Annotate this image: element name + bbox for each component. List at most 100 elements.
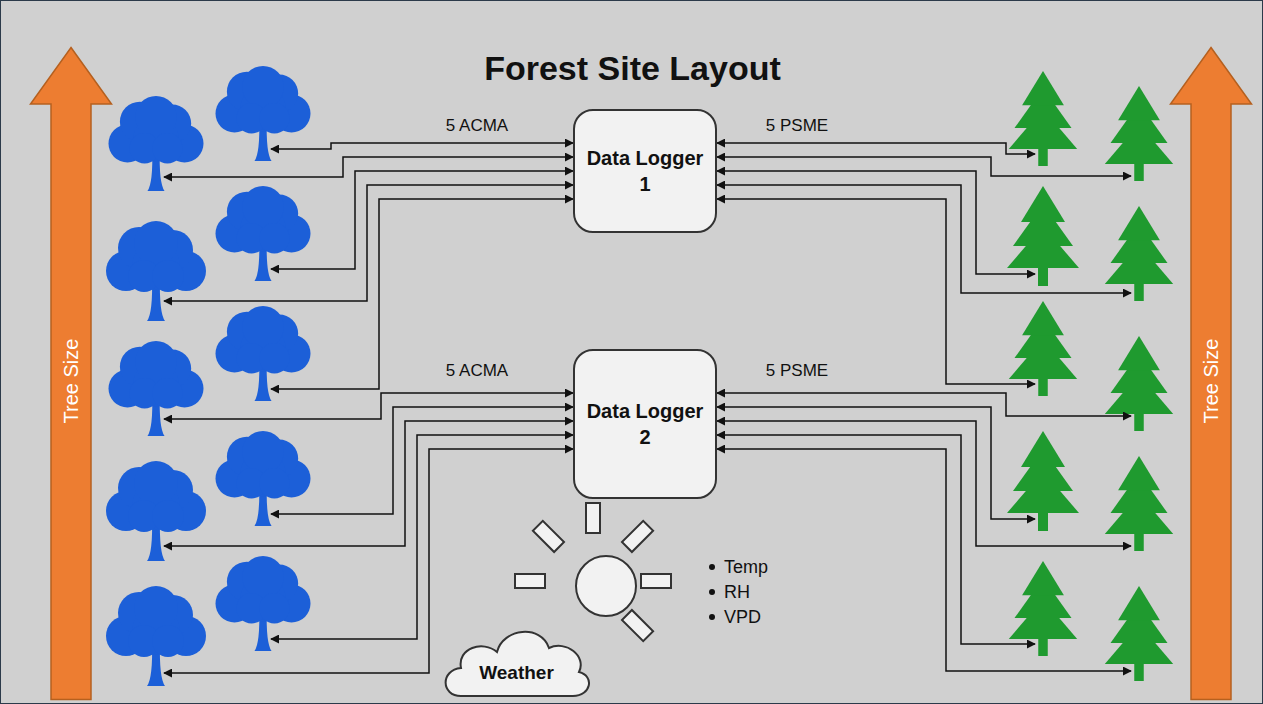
conifer-tree (1007, 431, 1079, 531)
arrow-outline (1171, 48, 1252, 700)
data-logger-box: Data Logger 1 (573, 109, 717, 233)
trees (106, 66, 1173, 686)
tree-canopy (242, 66, 284, 108)
sensor-wire (271, 407, 573, 514)
sensor-wire (717, 449, 1131, 671)
tree-count-label: 5 PSME (763, 116, 831, 136)
tree-canopy (134, 221, 178, 265)
conifer-tree (1105, 86, 1173, 181)
sun-ray (622, 610, 653, 641)
logger-label: Data Logger 2 (583, 398, 708, 450)
sensor-wire (717, 393, 1131, 416)
sensor-wire (164, 185, 573, 301)
tree-canopy (259, 468, 289, 498)
tree-canopy (259, 103, 289, 133)
sun-disc (576, 556, 636, 616)
weather-cloud: Weather (439, 616, 594, 698)
conifer-tree (1009, 301, 1077, 396)
weather-label: Weather (439, 662, 594, 684)
tree-count-label: 5 ACMA (443, 361, 511, 381)
sensor-wire (717, 407, 1035, 519)
sun-icon (515, 503, 671, 641)
sun-ray (586, 503, 600, 533)
tree-tier (1022, 301, 1064, 335)
logger-label: Data Logger 1 (583, 145, 708, 197)
sensor-wire (271, 435, 573, 639)
sun-ray (515, 574, 545, 588)
tree-canopy (242, 556, 284, 598)
deciduous-tree (216, 556, 311, 651)
tree-canopy (242, 186, 284, 228)
sun-ray (533, 521, 564, 552)
conifer-tree (1009, 561, 1077, 656)
bullet-dots (709, 564, 715, 620)
sensor-wire (717, 171, 1035, 274)
tree-size-arrow: Tree Size (1169, 46, 1253, 701)
tree-canopy (259, 343, 289, 373)
sun-ray (641, 574, 671, 588)
deciduous-tree (106, 221, 206, 321)
tree-tier (1118, 456, 1160, 490)
tree-canopy (259, 593, 289, 623)
arrow-outline (31, 48, 112, 700)
sensor-wire (271, 199, 573, 389)
tree-tier (1118, 206, 1160, 240)
conifer-tree (1007, 186, 1079, 286)
conifer-tree (1009, 71, 1077, 166)
sensor-wire (164, 157, 573, 177)
tree-size-arrow: Tree Size (29, 46, 113, 701)
bullet-dot (709, 589, 715, 595)
tree-canopy (134, 586, 178, 630)
conifer-tree (1105, 206, 1173, 301)
conifer-tree (1105, 456, 1173, 551)
tree-tier (1021, 431, 1065, 467)
tree-canopy (152, 500, 184, 532)
weather-variable: VPD (721, 607, 764, 628)
axis-label: Tree Size (1200, 339, 1223, 424)
bullet-dot (709, 564, 715, 570)
tree-tier (1022, 71, 1064, 105)
diagram-title: Forest Site Layout (1, 49, 1263, 88)
tree-canopy (152, 260, 184, 292)
sensor-wire (717, 435, 1035, 644)
data-logger-box: Data Logger 2 (573, 349, 717, 499)
sensor-wire (164, 421, 573, 546)
tree-canopy (242, 306, 284, 348)
tree-count-label: 5 ACMA (443, 116, 511, 136)
tree-canopy (135, 96, 177, 138)
deciduous-tree (216, 306, 311, 401)
weather-variable: RH (721, 582, 753, 603)
sensor-wire (164, 393, 573, 419)
deciduous-tree (106, 586, 206, 686)
weather-variable: Temp (721, 557, 771, 578)
deciduous-tree (109, 341, 204, 436)
sensor-wire (717, 199, 1035, 384)
tree-canopy (152, 133, 182, 163)
sun-ray (622, 521, 653, 552)
axis-label: Tree Size (60, 339, 83, 424)
conifer-tree (1105, 586, 1173, 681)
deciduous-tree (216, 431, 311, 526)
tree-tier (1118, 336, 1160, 370)
tree-canopy (135, 341, 177, 383)
sensor-wire (271, 143, 573, 149)
tree-canopy (134, 461, 178, 505)
cloud-shape (439, 616, 594, 698)
tree-tier (1118, 586, 1160, 620)
deciduous-tree (216, 66, 311, 161)
tree-canopy (152, 625, 184, 657)
bullet-dot (709, 614, 715, 620)
tree-canopy (242, 431, 284, 473)
sensor-wire (717, 421, 1131, 546)
tree-tier (1021, 186, 1065, 222)
tree-tier (1118, 86, 1160, 120)
tree-count-label: 5 PSME (763, 361, 831, 381)
tree-canopy (259, 223, 289, 253)
deciduous-tree (216, 186, 311, 281)
tree-tier (1022, 561, 1064, 595)
sensor-wire (717, 185, 1131, 293)
sensor-wire (717, 143, 1035, 154)
sensor-wire (717, 157, 1131, 176)
tree-canopy (152, 378, 182, 408)
